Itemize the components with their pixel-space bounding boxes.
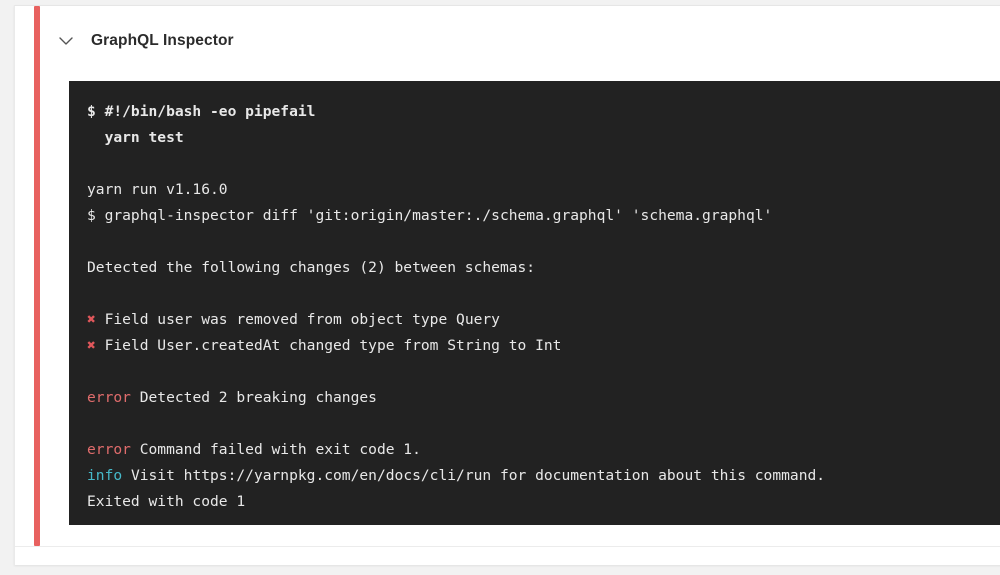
terminal-token-info: info bbox=[87, 467, 123, 484]
terminal-token-plain: Field User.createdAt changed type from S… bbox=[95, 337, 562, 354]
terminal-token-error: error bbox=[87, 389, 131, 406]
terminal-line: Exited with code 1 bbox=[87, 489, 1000, 515]
terminal-line: ✖ Field user was removed from object typ… bbox=[87, 307, 1000, 333]
terminal-line: ✖ Field User.createdAt changed type from… bbox=[87, 333, 1000, 359]
terminal-token-plain: yarn test bbox=[87, 129, 184, 146]
status-rail-failed bbox=[34, 6, 40, 546]
terminal-token-plain: Exited with code 1 bbox=[87, 493, 246, 510]
terminal-token-plain: Visit https://yarnpkg.com/en/docs/cli/ru… bbox=[122, 467, 826, 484]
terminal-line: yarn run v1.16.0 bbox=[87, 177, 1000, 203]
terminal-line bbox=[87, 151, 1000, 177]
terminal-line: $ #!/bin/bash -eo pipefail bbox=[87, 99, 1000, 125]
terminal-output[interactable]: $ #!/bin/bash -eo pipefail yarn test yar… bbox=[69, 81, 1000, 525]
terminal-token-plain: Detected the following changes (2) betwe… bbox=[87, 259, 536, 276]
terminal-line: Detected the following changes (2) betwe… bbox=[87, 255, 1000, 281]
terminal-line bbox=[87, 229, 1000, 255]
terminal-token-cross: ✖ bbox=[87, 311, 96, 328]
terminal-line bbox=[87, 411, 1000, 437]
terminal-lines: $ #!/bin/bash -eo pipefail yarn test yar… bbox=[69, 99, 1000, 515]
card-header[interactable]: GraphQL Inspector bbox=[55, 22, 234, 60]
terminal-line: error Detected 2 breaking changes bbox=[87, 385, 1000, 411]
terminal-line: yarn test bbox=[87, 125, 1000, 151]
terminal-token-error: error bbox=[87, 441, 131, 458]
terminal-token-plain: yarn run v1.16.0 bbox=[87, 181, 228, 198]
terminal-token-plain: Detected 2 breaking changes bbox=[130, 389, 377, 406]
terminal-line bbox=[87, 359, 1000, 385]
chevron-down-icon[interactable] bbox=[55, 30, 77, 52]
terminal-token-plain: $ graphql-inspector diff 'git:origin/mas… bbox=[87, 207, 773, 224]
terminal-line: $ graphql-inspector diff 'git:origin/mas… bbox=[87, 203, 1000, 229]
terminal-token-plain: Field user was removed from object type … bbox=[95, 311, 500, 328]
terminal-token-plain: Command failed with exit code 1. bbox=[130, 441, 421, 458]
terminal-line bbox=[87, 281, 1000, 307]
terminal-token-plain: $ #!/bin/bash -eo pipefail bbox=[87, 103, 316, 120]
page-title: GraphQL Inspector bbox=[91, 32, 234, 49]
card-divider bbox=[15, 546, 1000, 547]
log-card: GraphQL Inspector $ #!/bin/bash -eo pipe… bbox=[14, 5, 1000, 565]
terminal-line: info Visit https://yarnpkg.com/en/docs/c… bbox=[87, 463, 1000, 489]
terminal-token-cross: ✖ bbox=[87, 337, 96, 354]
terminal-line: error Command failed with exit code 1. bbox=[87, 437, 1000, 463]
